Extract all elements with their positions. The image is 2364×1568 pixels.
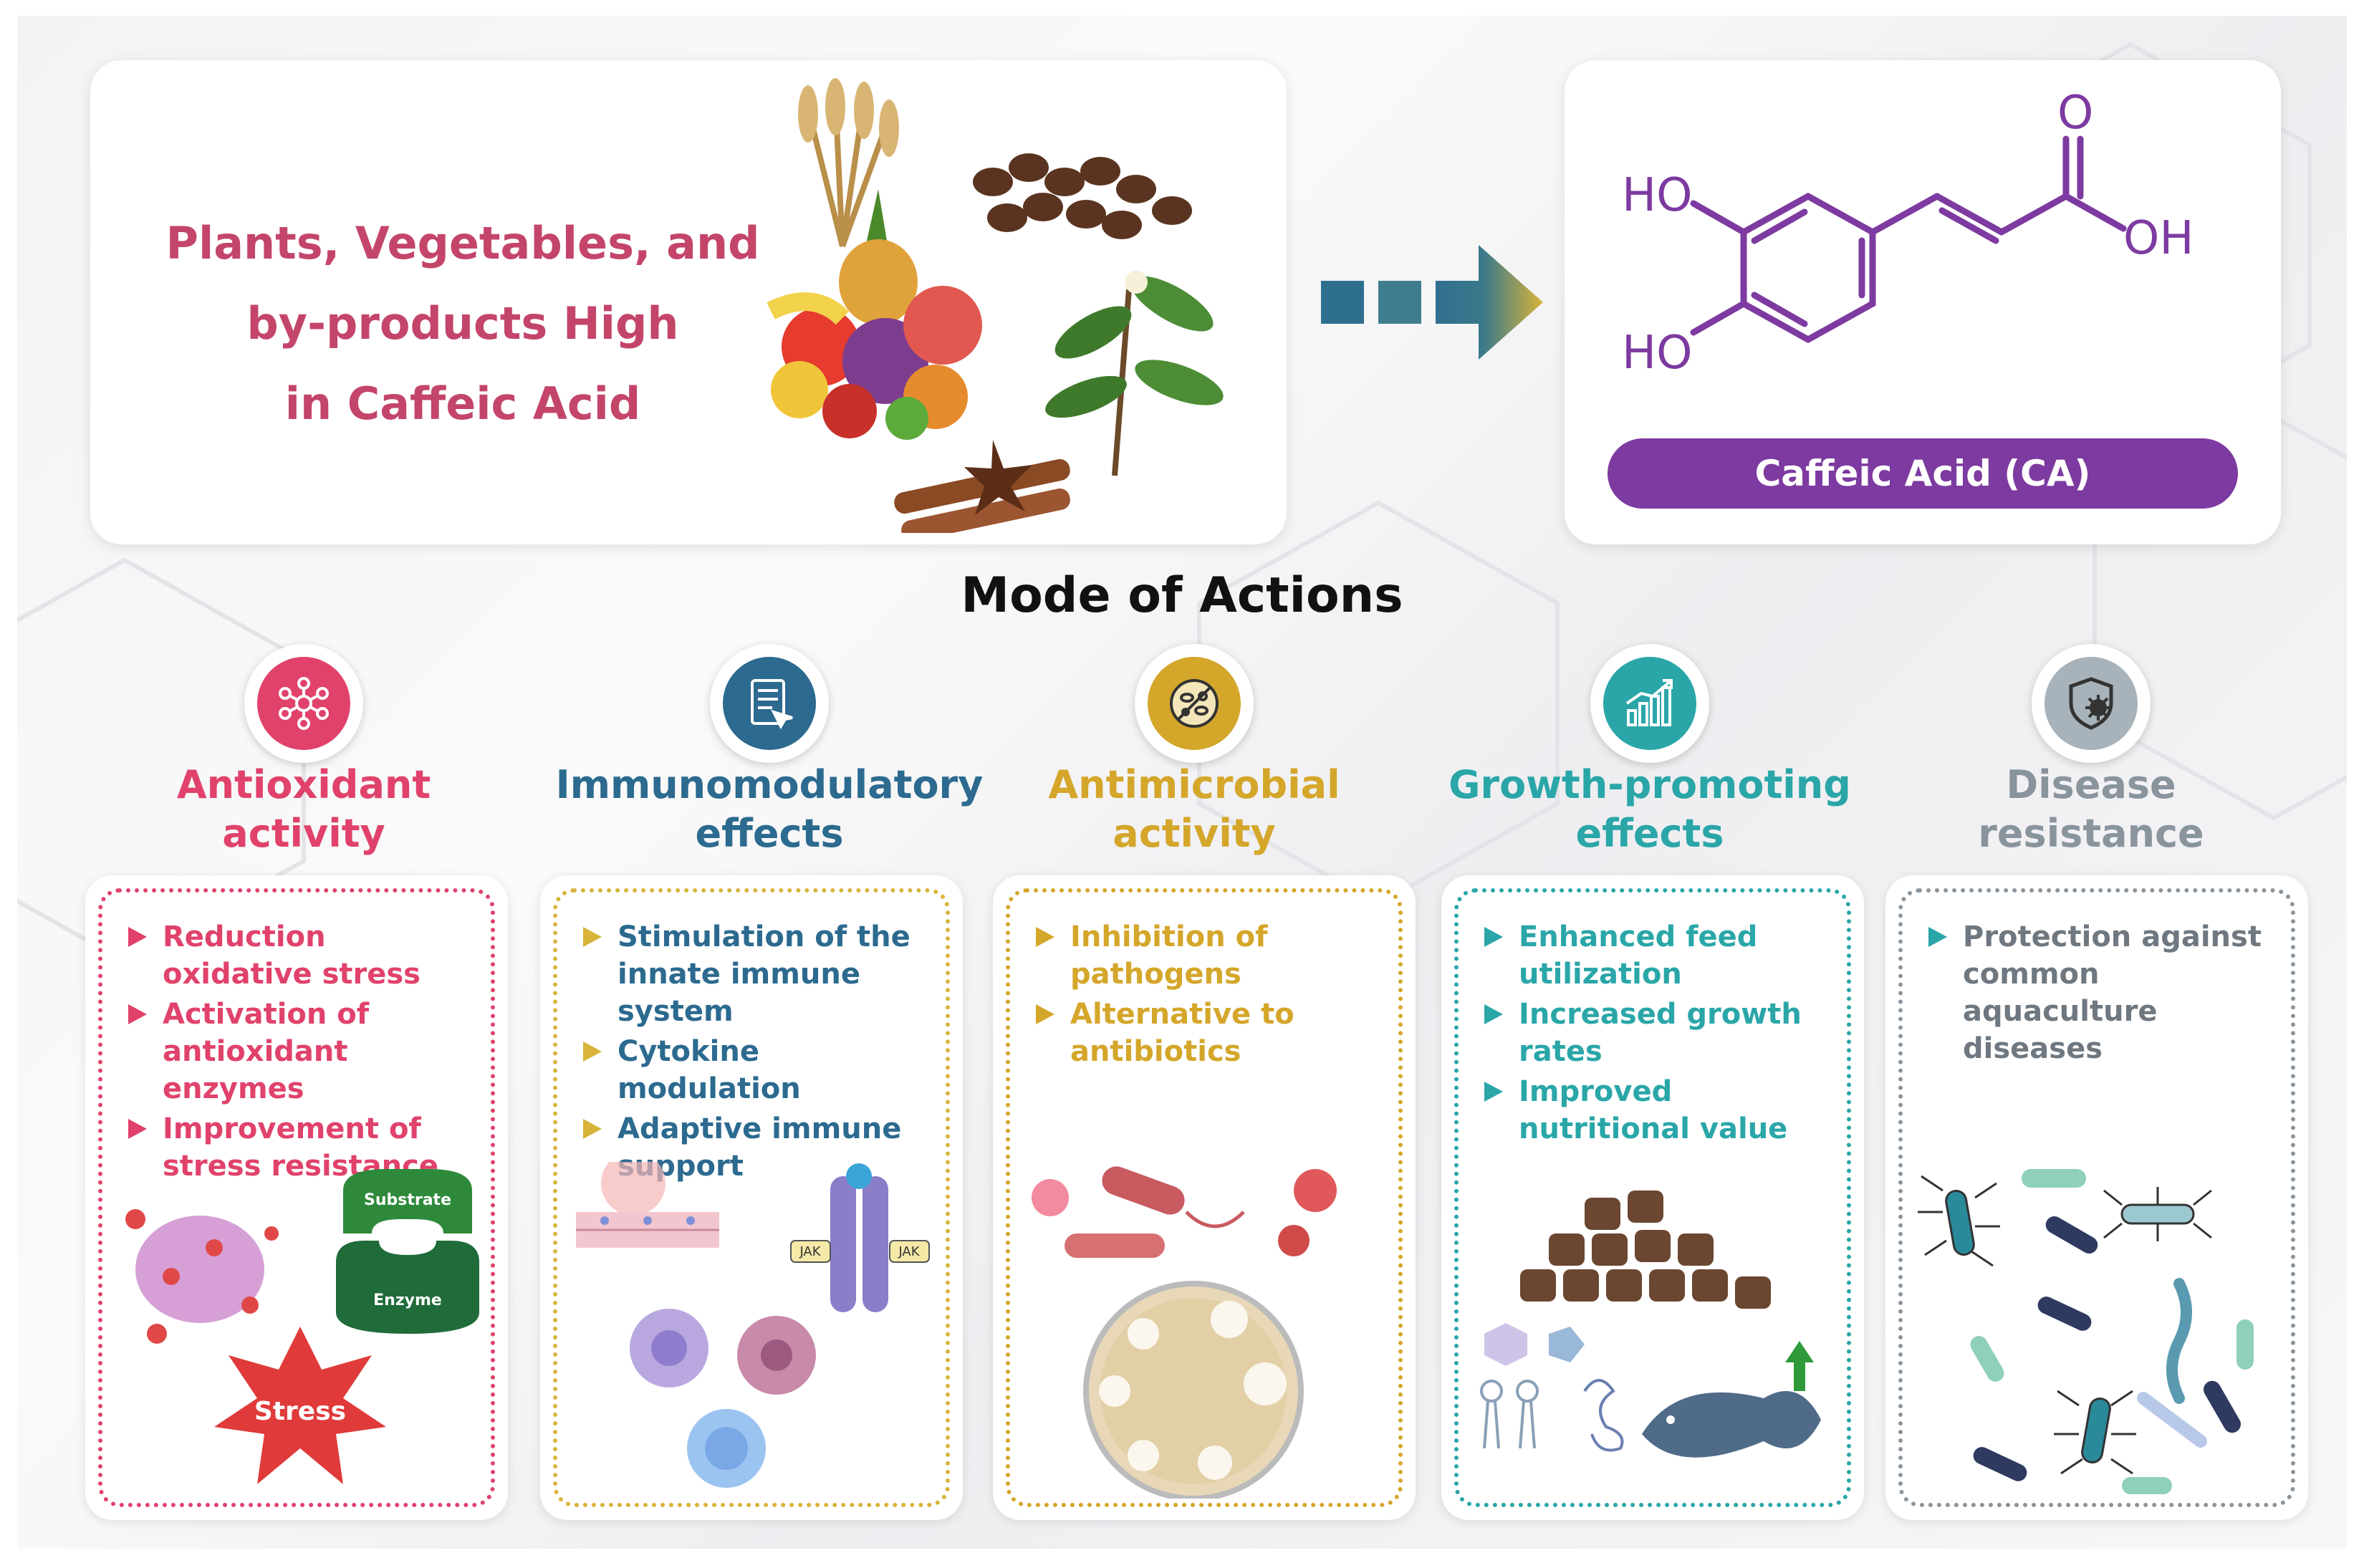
bullet-item: Cytokine modulation <box>580 1033 938 1107</box>
mode-of-actions-title: Mode of Actions <box>961 567 1403 624</box>
category-title-line: Antioxidant <box>176 762 431 807</box>
enzyme-label: Enzyme <box>373 1292 442 1309</box>
category-title-line: effects <box>695 811 844 856</box>
disease-resistance-box: Protection against common aquaculture di… <box>1885 875 2308 1520</box>
antioxidant-illustration: Substrate Enzyme Stress <box>125 1169 479 1484</box>
bullet-item: Increased growth rates <box>1481 996 1840 1070</box>
figure-canvas: Plants, Vegetables, and by-products High… <box>17 16 2347 1549</box>
bullet-item: Stimulation of the innate immune system <box>580 918 938 1030</box>
caffeic-acid-structure: HO HO OH O <box>1622 87 2194 380</box>
microbe-icon <box>1170 679 1219 728</box>
bullet-item: Activation of antioxidant enzymes <box>125 996 484 1107</box>
antimicrobial-illustration <box>1032 1166 1337 1499</box>
bullet-item: Improved nutritional value <box>1481 1073 1840 1148</box>
immunomodulatory-box: Stimulation of the innate immune system … <box>540 875 963 1520</box>
tea-plant-icon <box>1045 271 1224 476</box>
growth-promoting-node <box>1590 644 1709 763</box>
molecule-network-icon <box>279 677 329 730</box>
growth-promoting-box: Enhanced feed utilization Increased grow… <box>1441 875 1864 1520</box>
category-title-antioxidant: Antioxidant activity <box>75 761 533 858</box>
shield-virus-icon <box>2069 677 2113 730</box>
category-title-disease: Disease resistance <box>1862 761 2320 858</box>
source-title: Plants, Vegetables, and by-products High… <box>133 203 792 444</box>
category-title-immunomodulatory: Immunomodulatory effects <box>540 761 999 858</box>
bullet-item: Protection against common aquaculture di… <box>1926 918 2284 1067</box>
immunomodulatory-illustration: JAK JAK <box>576 1162 930 1488</box>
antioxidant-box: Reduction oxidative stress Activation of… <box>85 875 508 1520</box>
ho-top-label: HO <box>1622 169 1693 222</box>
antimicrobial-node <box>1135 644 1254 763</box>
clipboard-icon <box>751 679 793 730</box>
source-title-line-1: Plants, Vegetables, and <box>165 217 760 269</box>
category-title-line: Disease <box>2006 762 2176 807</box>
category-title-line: Growth-promoting <box>1448 762 1851 807</box>
source-card: Plants, Vegetables, and by-products High… <box>90 60 1287 544</box>
substrate-label: Substrate <box>364 1191 451 1209</box>
source-title-line-3: in Caffeic Acid <box>284 377 641 430</box>
flow-arrow-icon <box>1321 245 1543 360</box>
stress-label: Stress <box>254 1397 346 1426</box>
category-title-growth: Growth-promoting effects <box>1421 761 1879 858</box>
bullet-item: Alternative to antibiotics <box>1033 996 1391 1070</box>
antimicrobial-box: Inhibition of pathogens Alternative to a… <box>993 875 1416 1520</box>
pathogens-illustration <box>1918 1169 2254 1494</box>
category-title-line: effects <box>1575 811 1724 856</box>
bullet-item: Reduction oxidative stress <box>125 918 484 993</box>
caffeic-acid-label: Caffeic Acid (CA) <box>1608 438 2238 509</box>
jak-left-label: JAK <box>799 1244 821 1259</box>
oh-label: OH <box>2123 212 2194 265</box>
bullet-item: Inhibition of pathogens <box>1033 918 1391 993</box>
o-label: O <box>2057 87 2093 140</box>
bullet-item: Enhanced feed utilization <box>1481 918 1840 993</box>
category-title-line: activity <box>1113 811 1276 856</box>
category-title-antimicrobial: Antimicrobial activity <box>965 761 1423 858</box>
source-title-line-2: by-products High <box>246 297 679 350</box>
category-title-line: activity <box>222 811 385 856</box>
caffeic-acid-card: HO HO OH O Caffeic Acid (CA) <box>1565 60 2281 544</box>
immunomodulatory-node <box>710 644 829 763</box>
antioxidant-node <box>244 644 363 763</box>
category-title-line: resistance <box>1978 811 2204 856</box>
ho-bottom-label: HO <box>1622 327 1693 380</box>
cinnamon-anise-icon <box>894 440 1070 533</box>
category-title-line: Antimicrobial <box>1048 762 1340 807</box>
category-title-line: Immunomodulatory <box>555 762 984 807</box>
disease-resistance-node <box>2032 644 2151 763</box>
food-sources-illustration <box>767 78 1224 533</box>
jak-right-label: JAK <box>898 1244 920 1259</box>
growth-chart-icon <box>1625 679 1673 726</box>
coffee-beans-icon <box>973 153 1192 239</box>
growth-illustration <box>1480 1191 1821 1458</box>
fruits-vegetables-icon <box>767 189 982 440</box>
